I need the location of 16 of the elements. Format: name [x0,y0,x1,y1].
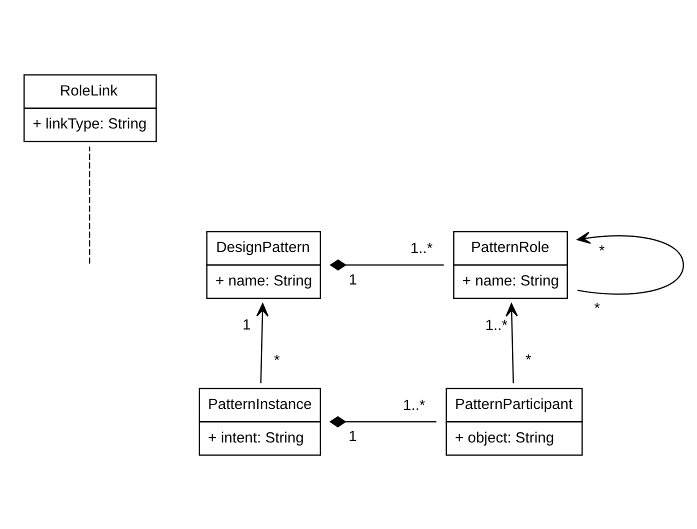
connector [329,416,436,427]
arrow [506,302,518,383]
arrow [256,302,269,383]
label: 1 [242,316,251,333]
label: 1 [348,272,358,288]
connector [330,258,444,270]
label: 1 [348,428,357,445]
label: 1..* [402,398,426,414]
label: * [594,300,600,316]
label: 1..* [485,318,508,334]
label: * [599,242,605,259]
arrow [576,231,684,294]
label: * [274,352,280,369]
connector [88,146,90,264]
label: * [526,352,532,368]
label: 1..* [410,240,433,257]
